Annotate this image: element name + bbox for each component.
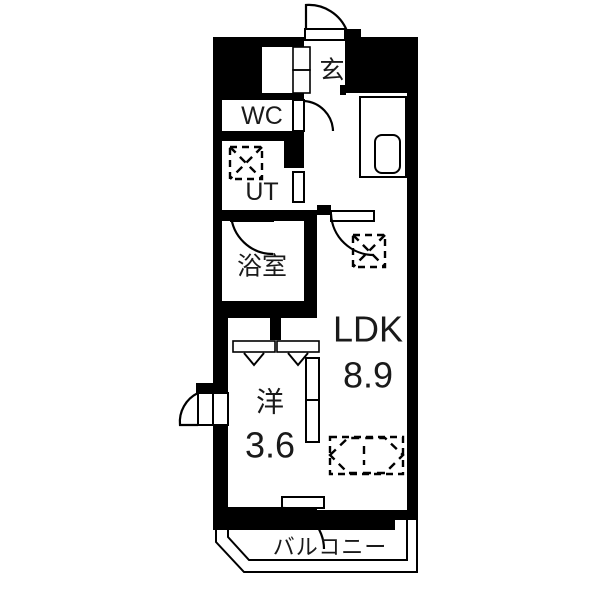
east-window-pane-2[interactable]: [305, 399, 320, 443]
washer-space-symbol: [228, 145, 264, 181]
balcony-outline-inner: [227, 520, 408, 561]
corridor-floor: [304, 93, 331, 210]
closet-fold-marker-left: [243, 352, 265, 367]
west-window-header: [196, 383, 228, 393]
wc-group: WC: [241, 99, 335, 132]
entrance-landing: [304, 29, 345, 47]
wc-door-swing-arc: [303, 99, 335, 132]
west-window-group: [178, 383, 229, 427]
wc-door-leaf[interactable]: [292, 99, 305, 132]
balcony-label: バルコニー: [273, 536, 388, 561]
entrance-door-swing-arc: [304, 3, 349, 32]
kitchen-stove-symbol: [351, 233, 387, 269]
kitchen-wall-stub: [317, 205, 331, 215]
closet-door-left[interactable]: [232, 340, 276, 353]
ut-label: UT: [245, 178, 278, 206]
ldk-label-group: LDK 8.9: [328, 309, 405, 476]
ut-door-leaf[interactable]: [292, 171, 305, 203]
ldk-entry-door-group: [329, 210, 375, 257]
ldk-fixture-symbol: [328, 435, 405, 476]
balcony-threshold-right: [331, 488, 407, 507]
entrance-group: 玄: [292, 3, 349, 95]
ut-group: UT: [228, 145, 305, 206]
bath-label: 浴室: [237, 252, 287, 281]
balcony-group: バルコニー: [215, 496, 418, 573]
ldk-door-swing-arc: [329, 213, 375, 257]
kitchen-floor: [331, 93, 407, 223]
kitchen-group: [317, 96, 407, 269]
closet-fold-marker-right: [287, 352, 309, 367]
bath-floor: [222, 221, 304, 301]
bath-door-swing-arc: [229, 213, 274, 256]
closet-floor-right: [281, 318, 323, 340]
balcony-door-swing-arc: [282, 506, 326, 550]
wc-floor: [222, 100, 304, 131]
bath-group: 浴室: [229, 210, 287, 281]
ut-floor-upper: [222, 141, 284, 168]
west-window-swing-arc: [178, 392, 199, 427]
entrance-door-leaf[interactable]: [304, 28, 346, 41]
entrance-step-marker: [340, 85, 346, 95]
closet-door-right[interactable]: [276, 340, 320, 353]
kitchen-sink: [374, 134, 401, 174]
room-floors: [196, 29, 407, 510]
closet-divider: [270, 315, 281, 340]
entrance-floor: [304, 47, 345, 93]
western-room-floor: [228, 340, 318, 488]
ldk-size-label: 8.9: [343, 355, 393, 396]
balcony-threshold-left: [228, 488, 323, 507]
shoe-box-lower: [292, 69, 311, 94]
wc-label: WC: [241, 102, 283, 130]
east-window-group: [305, 357, 320, 443]
ldk-floor-lower: [317, 213, 407, 510]
western-room-size-label: 3.6: [245, 425, 295, 466]
kitchen-counter: [359, 96, 407, 178]
western-room-group: 洋 3.6: [178, 357, 320, 466]
closet-group: [232, 315, 320, 367]
ldk-name-label: LDK: [333, 309, 403, 350]
closet-floor-left: [228, 318, 273, 340]
entrance-label: 玄: [319, 56, 344, 85]
balcony-door-leaf[interactable]: [281, 496, 325, 509]
balcony-outline-outer: [215, 520, 418, 573]
western-room-name-label: 洋: [256, 386, 284, 419]
